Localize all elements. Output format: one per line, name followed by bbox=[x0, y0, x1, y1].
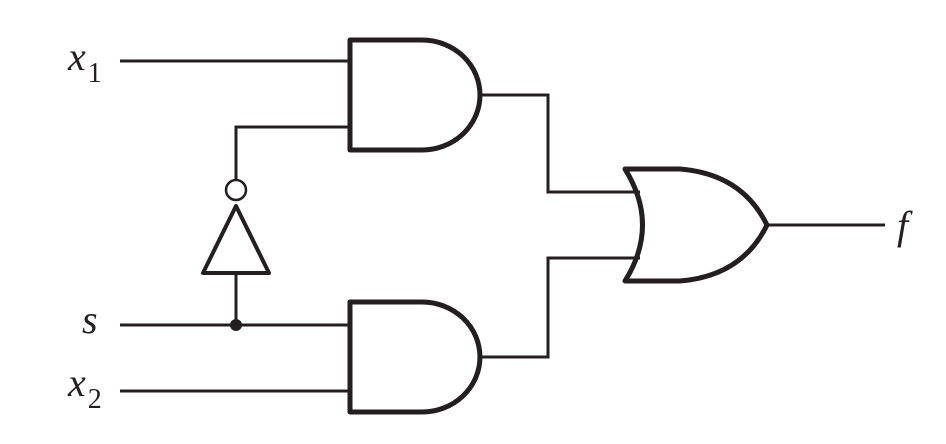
not-gate-triangle bbox=[201, 204, 271, 275]
label-x1: x1 bbox=[67, 34, 102, 89]
wire-not-to-and-top bbox=[234, 125, 350, 180]
wire-and-top-to-or bbox=[480, 93, 640, 194]
junction-dot-s bbox=[230, 319, 242, 331]
not-gate-bubble bbox=[224, 178, 248, 202]
and-gate-bottom bbox=[347, 299, 483, 415]
label-f: f bbox=[897, 203, 913, 248]
wire-and-bottom-to-or bbox=[480, 256, 640, 359]
label-x2-subscript: 2 bbox=[88, 384, 102, 415]
and-gate-top bbox=[347, 37, 483, 153]
label-x1-subscript: 1 bbox=[88, 58, 102, 89]
label-x2: x2 bbox=[67, 360, 102, 415]
label-x2-name: x bbox=[67, 360, 86, 405]
label-x1-name: x bbox=[67, 34, 86, 79]
or-gate bbox=[622, 166, 770, 284]
label-s: s bbox=[82, 297, 98, 342]
